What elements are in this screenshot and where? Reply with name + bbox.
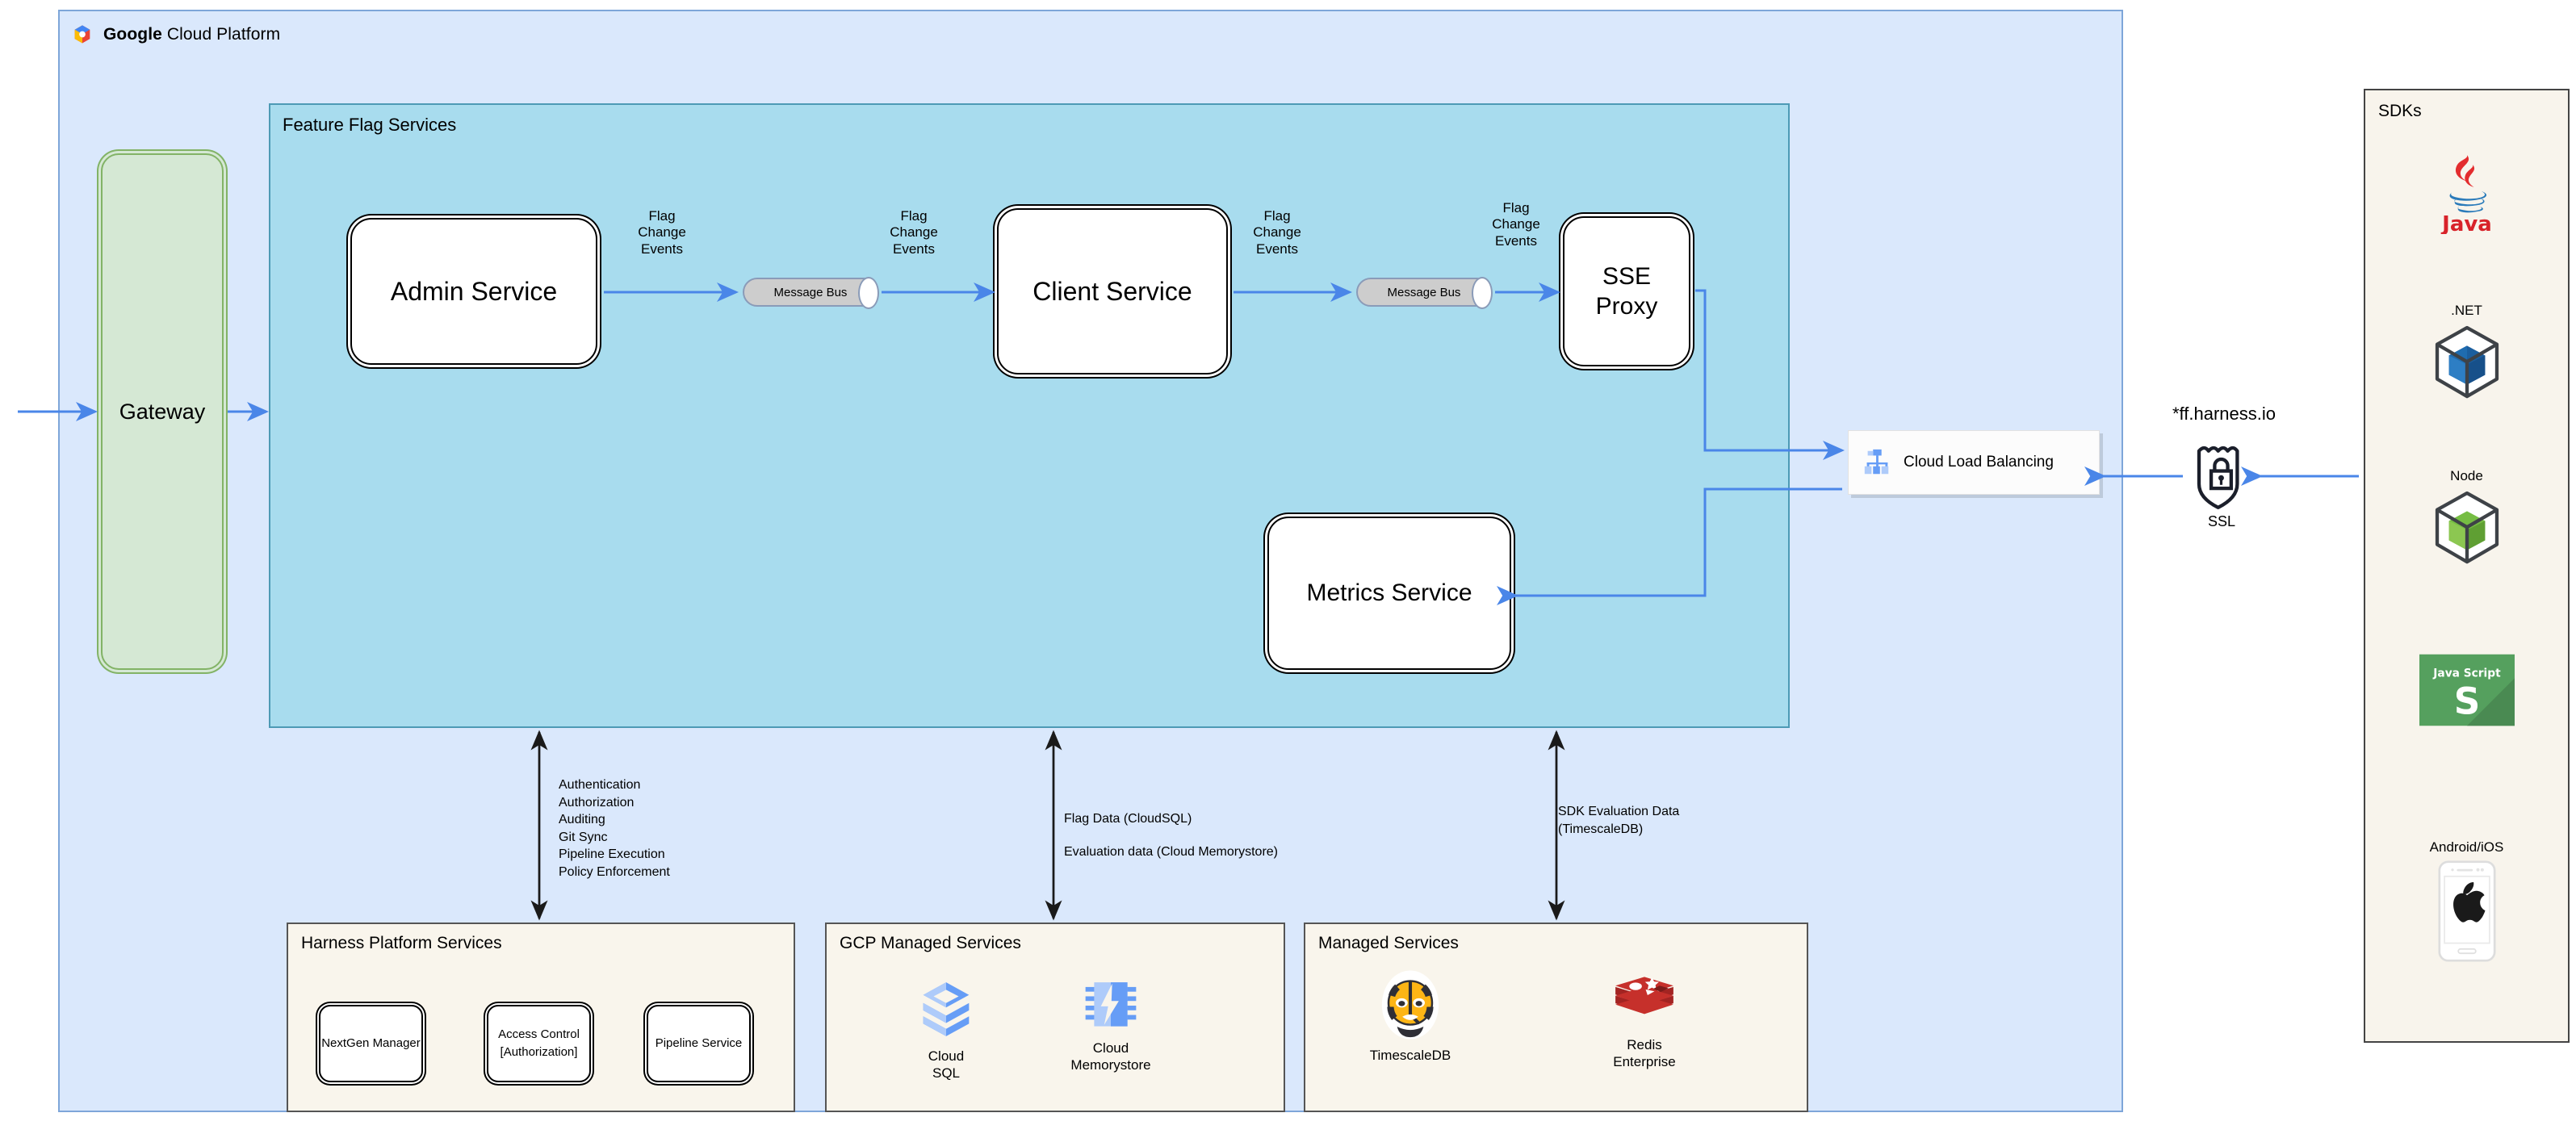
timescaledb-item[interactable]: TimescaleDB xyxy=(1350,969,1471,1064)
access-control-node[interactable]: Access Control [Authorization] xyxy=(487,1005,591,1082)
javascript-icon: Java Script S xyxy=(2419,654,2515,730)
message-bus-1-cap xyxy=(858,277,879,309)
gcp-header: Google Cloud Platform xyxy=(71,23,410,47)
annotation-line: Git Sync xyxy=(559,830,608,844)
timescaledb-label: TimescaleDB xyxy=(1369,1048,1451,1063)
sdk-item-node[interactable]: Node xyxy=(2364,468,2570,571)
gcp-managed-services-panel: GCP Managed Services Cloud SQL xyxy=(825,923,1285,1112)
cloud-memorystore-label: Cloud Memorystore xyxy=(1070,1040,1151,1073)
managed-services-annotation: SDK Evaluation Data (TimescaleDB) xyxy=(1558,803,1679,838)
cloud-sql-item[interactable]: Cloud SQL xyxy=(886,981,1007,1082)
access-control-label: Access Control [Authorization] xyxy=(498,1027,580,1060)
java-icon: Java xyxy=(2435,155,2499,237)
cloud-memorystore-item[interactable]: Cloud Memorystore xyxy=(1050,981,1171,1074)
message-bus-2[interactable]: Message Bus xyxy=(1356,277,1493,309)
admin-service-label: Admin Service xyxy=(390,277,558,306)
metrics-service-label: Metrics Service xyxy=(1306,579,1472,607)
sdk-mobile-caption: Android/iOS xyxy=(2429,839,2504,855)
nextgen-manager-node[interactable]: NextGen Manager xyxy=(319,1005,423,1082)
annotation-line: Flag Data (CloudSQL) xyxy=(1064,812,1192,826)
sdk-item-java[interactable]: Java xyxy=(2364,153,2570,238)
annotation-line: Pipeline Execution xyxy=(559,847,665,862)
feature-flag-services-title: Feature Flag Services xyxy=(283,115,457,135)
annotation-line: (TimescaleDB) xyxy=(1558,822,1644,836)
gateway-label: Gateway xyxy=(119,399,206,424)
annotation-line: Authentication xyxy=(559,778,641,792)
sdk-node-caption: Node xyxy=(2450,468,2483,483)
cloud-load-balancing-icon xyxy=(1862,447,1892,478)
sdk-dotnet-caption: .NET xyxy=(2451,303,2482,318)
ssl-node: SSL xyxy=(2188,442,2256,531)
gcp-managed-services-title: GCP Managed Services xyxy=(840,934,1021,952)
client-service-node[interactable]: Client Service xyxy=(997,208,1228,374)
harness-platform-annotation: Authentication Authorization Auditing Gi… xyxy=(559,776,670,881)
sdk-item-mobile[interactable]: Android/iOS xyxy=(2364,839,2570,966)
cloud-sql-icon xyxy=(920,982,972,1042)
edge-label-client-to-bus2: Flag Change Events xyxy=(1253,208,1301,257)
gcp-title-rest: Cloud Platform xyxy=(161,25,281,44)
pipeline-service-node[interactable]: Pipeline Service xyxy=(647,1005,751,1082)
redis-icon xyxy=(1613,977,1676,1031)
timescaledb-tiger-icon xyxy=(1377,970,1443,1044)
sdk-item-dotnet[interactable]: .NET xyxy=(2364,303,2570,405)
gateway-node[interactable]: Gateway xyxy=(101,153,224,670)
nextgen-manager-label: NextGen Manager xyxy=(321,1035,421,1050)
annotation-line: SDK Evaluation Data xyxy=(1558,805,1680,818)
svg-text:S: S xyxy=(2453,680,2480,723)
annotation-line: Policy Enforcement xyxy=(559,864,670,879)
cloud-sql-label: Cloud SQL xyxy=(928,1048,965,1082)
ssl-label: SSL xyxy=(2207,513,2236,529)
cloud-memorystore-icon xyxy=(1084,982,1137,1034)
admin-service-node[interactable]: Admin Service xyxy=(350,218,597,365)
edge-label-admin-to-bus: Flag Change Events xyxy=(638,208,686,257)
gcp-title: Google Cloud Platform xyxy=(103,25,280,44)
annotation-line: Authorization xyxy=(559,795,635,810)
ff-harness-domain-label: *ff.harness.io xyxy=(2172,404,2276,424)
mobile-phone-apple-icon xyxy=(2437,860,2496,965)
cloud-load-balancing-label: Cloud Load Balancing xyxy=(1904,454,2054,471)
harness-platform-services-title: Harness Platform Services xyxy=(301,934,502,952)
edge-label-bus2-to-sse: Flag Change Events xyxy=(1492,200,1540,249)
message-bus-2-label: Message Bus xyxy=(1387,285,1461,299)
harness-platform-services-panel: Harness Platform Services NextGen Manage… xyxy=(287,923,795,1112)
message-bus-1-label: Message Bus xyxy=(773,285,848,299)
sdks-title: SDKs xyxy=(2378,102,2422,120)
google-cloud-logo-icon xyxy=(71,23,94,46)
message-bus-1-body: Message Bus xyxy=(743,278,878,307)
message-bus-2-cap xyxy=(1472,277,1493,309)
edge-label-bus-to-client: Flag Change Events xyxy=(890,208,938,257)
node-cube-icon xyxy=(2432,491,2502,570)
svg-text:Java Script: Java Script xyxy=(2432,667,2501,680)
gcp-title-bold: Google xyxy=(103,25,162,44)
redis-label: Redis Enterprise xyxy=(1613,1037,1676,1070)
sdk-item-javascript[interactable]: Java Script S xyxy=(2364,654,2570,730)
pipeline-service-label: Pipeline Service xyxy=(655,1035,743,1050)
annotation-line: Auditing xyxy=(559,813,605,827)
cloud-load-balancing-node[interactable]: Cloud Load Balancing xyxy=(1848,430,2100,495)
managed-services-title: Managed Services xyxy=(1318,934,1459,952)
managed-services-panel: Managed Services xyxy=(1304,923,1808,1112)
feature-flag-services-container xyxy=(269,103,1790,728)
annotation-line: Evaluation data (Cloud Memorystore) xyxy=(1064,844,1279,859)
message-bus-1[interactable]: Message Bus xyxy=(743,277,879,309)
svg-text:Java: Java xyxy=(2440,212,2492,234)
metrics-service-node[interactable]: Metrics Service xyxy=(1267,517,1511,670)
sse-proxy-node[interactable]: SSE Proxy xyxy=(1563,216,1690,366)
client-service-label: Client Service xyxy=(1032,277,1192,306)
ssl-shield-lock-icon xyxy=(2192,446,2251,513)
redis-item[interactable]: Redis Enterprise xyxy=(1584,974,1705,1071)
sse-proxy-label: SSE Proxy xyxy=(1595,262,1658,320)
gcp-managed-annotation: Flag Data (CloudSQL) Evaluation data (Cl… xyxy=(1064,803,1278,869)
dotnet-cube-icon xyxy=(2432,325,2502,404)
